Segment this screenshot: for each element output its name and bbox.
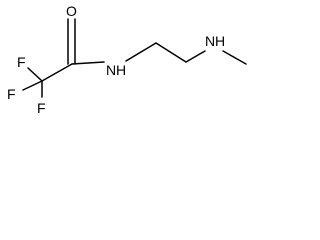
atom-amine-hydrogen: H bbox=[215, 33, 225, 49]
atom-amine-nitrogen: N bbox=[205, 33, 215, 49]
bond-carbonyl-cf3 bbox=[41, 63, 73, 82]
bond-nh-ch2 bbox=[125, 42, 157, 62]
atom-amide-hydrogen: H bbox=[116, 62, 126, 78]
bond-carbonyl-nh bbox=[71, 61, 105, 65]
bond-cf-left bbox=[22, 80, 43, 91]
bond-ch2-nh bbox=[185, 50, 206, 63]
atom-fluorine-top: F bbox=[17, 54, 26, 70]
atom-oxygen: O bbox=[66, 3, 77, 19]
bond-ch2-ch2 bbox=[155, 42, 187, 63]
bonds bbox=[22, 18, 247, 98]
atom-labels: O F F F N H N H bbox=[7, 3, 225, 116]
bond-cf-top bbox=[27, 67, 43, 82]
atom-fluorine-left: F bbox=[7, 86, 16, 102]
atom-fluorine-bottom: F bbox=[37, 100, 46, 116]
structure-diagram: O F F F N H N H bbox=[7, 3, 247, 116]
atom-amide-nitrogen: N bbox=[106, 62, 116, 78]
bond-nh-ch3 bbox=[222, 50, 247, 65]
